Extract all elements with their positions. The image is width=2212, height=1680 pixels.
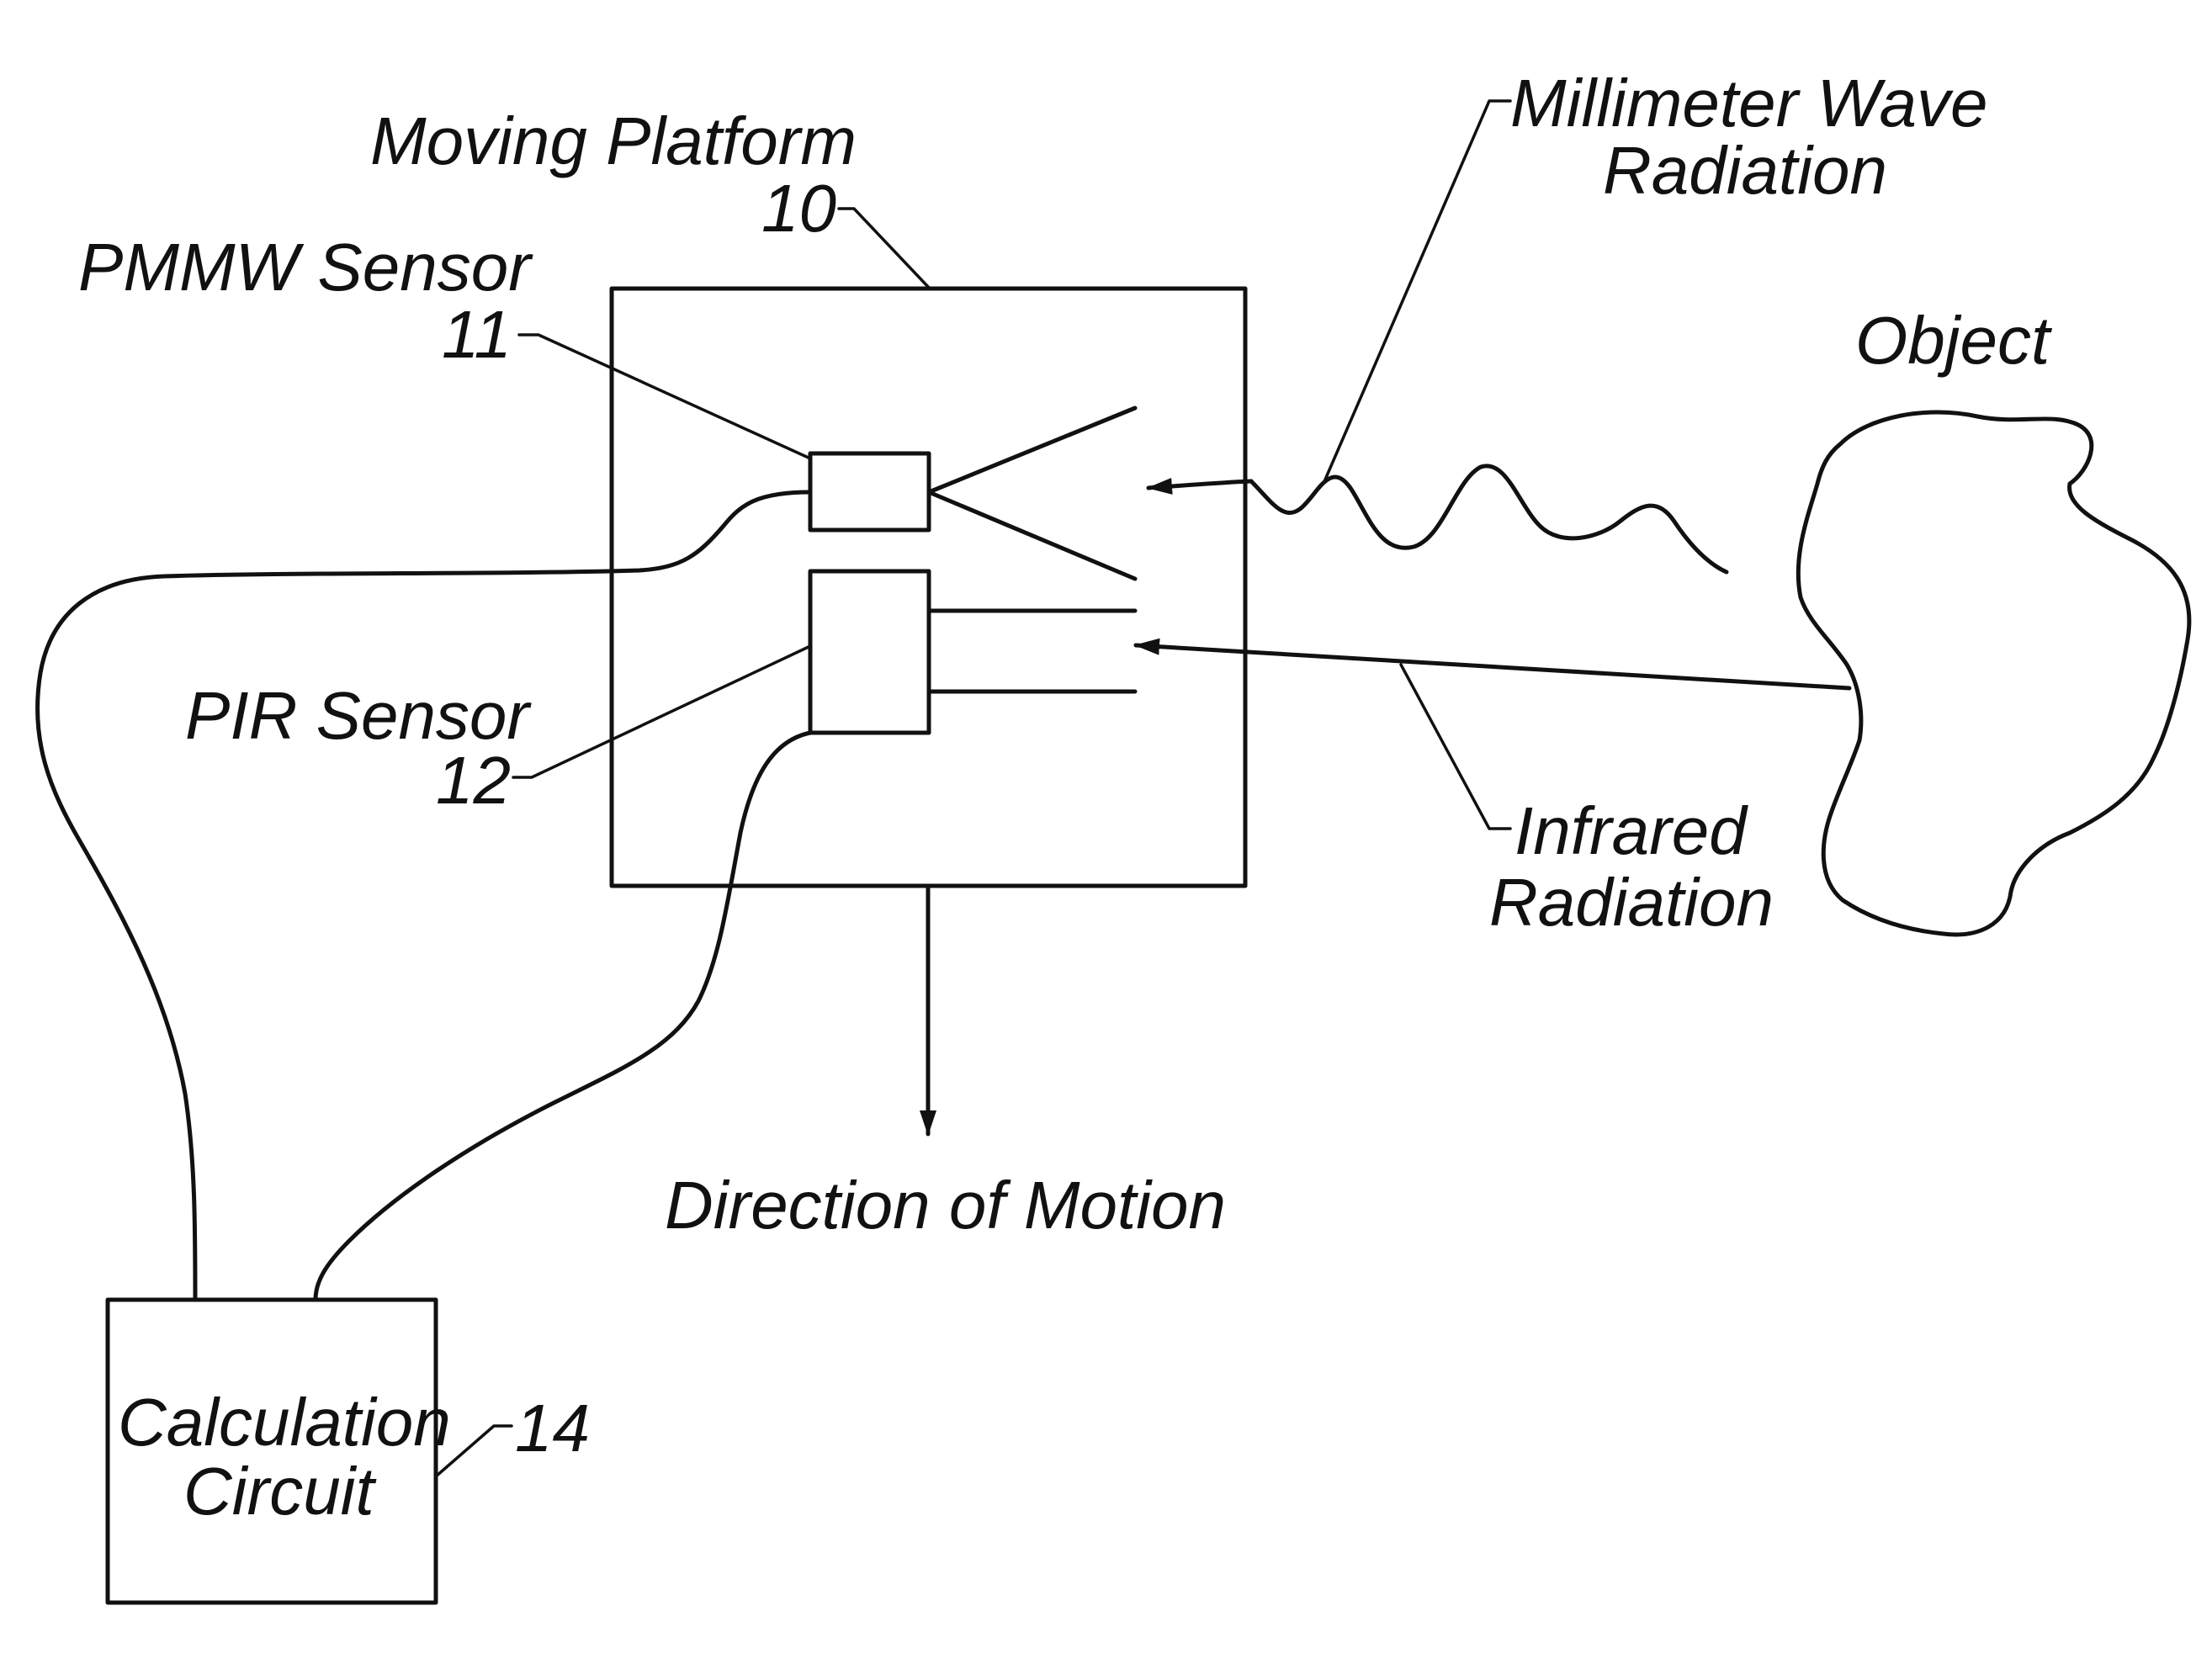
leader-pmmw-sensor xyxy=(519,335,810,458)
calculation-circuit-label-line2: Circuit xyxy=(183,1454,376,1529)
pmmw-horn-upper xyxy=(929,408,1135,492)
pmmw-sensor-box xyxy=(810,453,929,530)
infrared-label-line2: Radiation xyxy=(1489,865,1774,940)
leader-pir-sensor xyxy=(513,646,810,777)
pir-sensor-box xyxy=(810,571,929,733)
pir-sensor-label: PIR Sensor xyxy=(185,678,532,753)
object-shape xyxy=(1798,412,2189,935)
pmmw-sensor-ref: 11 xyxy=(442,297,512,372)
calculation-circuit-ref: 14 xyxy=(515,1391,590,1465)
pir-sensor-ref: 12 xyxy=(436,743,511,818)
mmw-wave-arrow xyxy=(1148,481,1251,488)
direction-of-motion-label: Direction of Motion xyxy=(665,1168,1226,1243)
infrared-label-line1: Infrared xyxy=(1514,793,1748,868)
moving-platform-label: Moving Platform xyxy=(370,103,857,178)
pmmw-horn-lower xyxy=(929,492,1135,579)
object-label: Object xyxy=(1855,303,2052,378)
infrared-arrow xyxy=(1136,645,1849,688)
leader-moving-platform xyxy=(839,209,930,289)
leader-mmw-radiation xyxy=(1325,101,1510,480)
mmw-radiation-label-line1: Millimeter Wave xyxy=(1510,66,1988,140)
calculation-circuit-label-line1: Calculation xyxy=(118,1385,451,1460)
mmw-wave xyxy=(1251,466,1727,572)
pmmw-sensor-label: PMMW Sensor xyxy=(78,230,533,305)
leader-infrared-radiation xyxy=(1401,665,1510,829)
mmw-radiation-label-line2: Radiation xyxy=(1603,133,1887,208)
moving-platform-ref: 10 xyxy=(761,171,836,246)
